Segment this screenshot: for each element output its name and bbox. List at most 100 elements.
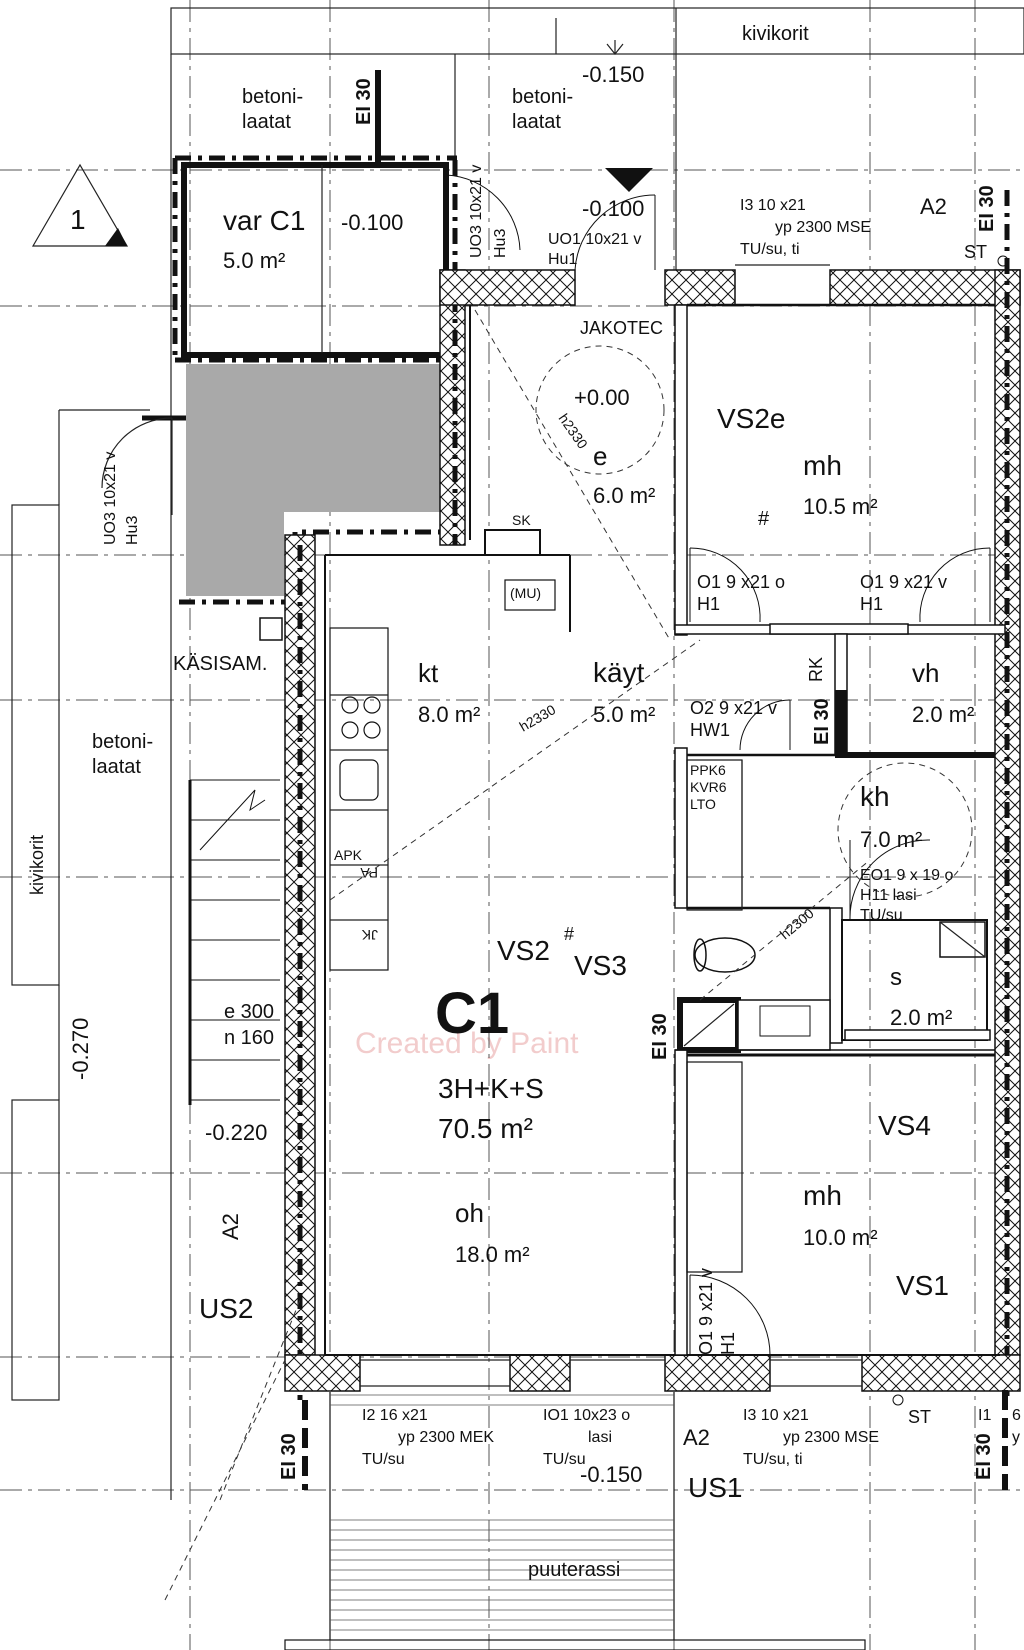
door-io1-c: TU/su [543, 1451, 586, 1468]
door-o1-left-b: H1 [697, 594, 720, 614]
label-betonilaatat-2b: laatat [512, 111, 561, 133]
label-level-var: -0.100 [341, 210, 403, 235]
label-ppk-3: LTO [690, 796, 716, 812]
room-vh-name: vh [912, 658, 939, 688]
label-rk: RK [806, 657, 826, 682]
room-oh-area: 18.0 m² [455, 1242, 530, 1267]
label-h2330-entry: h2330 [556, 411, 592, 452]
label-st-top: ST [964, 242, 987, 262]
room-kt-area: 8.0 m² [418, 702, 480, 727]
sink-icon [339, 759, 379, 801]
door-uo1-b: Hu1 [548, 251, 577, 268]
label-mu: (MU) [510, 585, 541, 601]
label-a2-side: A2 [218, 1213, 243, 1240]
door-o1-right-b: H1 [860, 594, 883, 614]
label-ei30-top: EI 30 [353, 78, 375, 125]
label-jk: JK [361, 927, 378, 943]
label-us2: US2 [199, 1293, 253, 1324]
room-var-c1-name: var C1 [223, 205, 305, 236]
room-kayt-area: 5.0 m² [593, 702, 655, 727]
terrace [284, 1392, 866, 1650]
label-ei30-wc: EI 30 [649, 1013, 671, 1060]
door-i1-a: I1 [978, 1407, 991, 1424]
label-kasisam: KÄSISAM. [173, 653, 267, 675]
label-level-terrace: -0.100 [582, 196, 644, 221]
room-kt-name: kt [418, 658, 439, 688]
label-jakotec: JAKOTEC [580, 318, 663, 338]
door-o1-bottom-b: H1 [718, 1332, 738, 1355]
door-eo1-b: H11 lasi [860, 887, 917, 904]
label-sk: SK [512, 512, 531, 528]
label-betonilaatat-1a: betoni- [242, 86, 303, 108]
door-i1-b: 6 [1012, 1407, 1021, 1424]
room-mh-top-name: mh [803, 450, 842, 481]
label-a2-bottom: A2 [683, 1425, 710, 1450]
room-kayt-name: käyt [593, 657, 645, 688]
label-ei30-bottom-right: EI 30 [973, 1433, 995, 1480]
watermark: Created by Paint [355, 1027, 579, 1060]
door-i3-bottom-c: TU/su, ti [743, 1451, 803, 1468]
label-ei30-right-top: EI 30 [976, 185, 998, 232]
label-betonilaatat-side-a: betoni- [92, 731, 153, 753]
label-level-side: -0.270 [68, 1018, 93, 1080]
stove-icon [341, 696, 359, 714]
label-vs4: VS4 [878, 1110, 931, 1141]
room-e-area: 6.0 m² [593, 483, 655, 508]
label-ei30-vh: EI 30 [811, 698, 833, 745]
ceiling-lines [164, 309, 871, 1601]
apartment-type: 3H+K+S [438, 1073, 544, 1104]
apartment-code: C1 [435, 981, 509, 1046]
door-eo1-c: TU/su [860, 907, 903, 924]
door-eo1-a: EO1 9 x 19 o [860, 867, 953, 884]
room-oh-name: oh [455, 1198, 484, 1228]
door-io1-a: IO1 10x23 o [543, 1407, 630, 1424]
interior-partitions [329, 303, 1006, 1356]
door-swings [445, 174, 991, 1356]
label-vs2: VS2 [497, 935, 550, 966]
door-i3-top-c: TU/su, ti [740, 241, 800, 258]
label-st-bottom: ST [908, 1407, 931, 1427]
label-level-top: -0.150 [582, 62, 644, 87]
label-us1: US1 [688, 1472, 742, 1503]
top-structures [11, 7, 1024, 1500]
room-s-name: s [890, 964, 902, 991]
apartment-walls [284, 160, 1021, 1400]
storage-var-c1 [172, 155, 457, 360]
label-betonilaatat-side-b: laatat [92, 756, 141, 778]
door-uo3-left-a: UO3 10x21 v [102, 452, 119, 545]
door-i2-a: I2 16 x21 [362, 1407, 428, 1424]
door-uo3-top-b: Hu3 [492, 229, 509, 258]
label-puuterassi: puuterassi [528, 1559, 620, 1581]
door-i3-bottom-b: yp 2300 MSE [783, 1429, 879, 1446]
label-vs2-hash: # [564, 924, 574, 944]
room-s-area: 2.0 m² [890, 1005, 952, 1030]
room-mh-top-area: 10.5 m² [803, 494, 878, 519]
fire-walls [302, 70, 1008, 1490]
door-io1-b: lasi [588, 1429, 612, 1446]
label-stair-e: e 300 [224, 1001, 274, 1023]
label-a2-top: A2 [920, 194, 947, 219]
door-i3-bottom-a: I3 10 x21 [743, 1407, 809, 1424]
turning-circles [535, 345, 973, 898]
label-ei30-bottom-left: EI 30 [278, 1433, 300, 1480]
label-kivikorit-side: kivikorit [27, 835, 47, 895]
label-hash-mh: # [758, 508, 770, 530]
label-h2330-kitchen: h2330 [517, 701, 559, 734]
label-pa: PA [360, 865, 378, 881]
door-i3-top-a: I3 10 x21 [740, 197, 806, 214]
door-o2-b: HW1 [690, 720, 730, 740]
label-level-bottom: -0.150 [580, 1462, 642, 1487]
label-apk: APK [334, 847, 363, 863]
room-vh-area: 2.0 m² [912, 702, 974, 727]
door-uo3-top-a: UO3 10x21 v [468, 165, 485, 258]
label-level-stairs: -0.220 [205, 1120, 267, 1145]
door-i3-top-b: yp 2300 MSE [775, 219, 871, 236]
shaded-area [186, 364, 440, 596]
label-h2300: h2300 [777, 905, 817, 942]
room-mh-bottom-name: mh [803, 1180, 842, 1211]
door-i1-c: y [1012, 1429, 1020, 1446]
label-ppk-1: PPK6 [690, 762, 726, 778]
section-marker: 1 [31, 163, 129, 247]
level-marker-icon [605, 168, 653, 192]
